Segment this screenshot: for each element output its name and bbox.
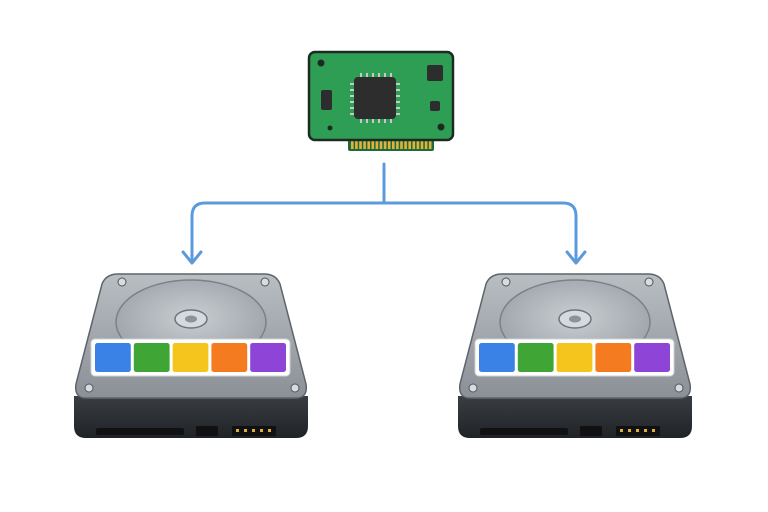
hard-disk-drive-left (74, 273, 308, 438)
chip-pin (350, 83, 354, 85)
connector-lines (181, 162, 587, 265)
arrow-down-icon (565, 250, 587, 265)
chip-pin (384, 119, 386, 123)
card-contact (383, 140, 387, 149)
chip-pin (360, 73, 362, 77)
drive-spindle-cap (185, 315, 197, 323)
card-contact (355, 140, 358, 149)
card-contact (351, 140, 354, 149)
card-contact (359, 140, 362, 149)
chip-pin (378, 119, 380, 123)
card-small-chip (427, 65, 443, 81)
card-mount-hole (317, 59, 325, 67)
chip-pin (390, 73, 392, 77)
card-chip (354, 77, 396, 119)
drive-screw (117, 277, 127, 287)
chip-pin (372, 119, 374, 123)
power-pin (268, 429, 271, 432)
data-block (250, 343, 286, 372)
power-pin (644, 429, 647, 432)
power-pin (620, 429, 623, 432)
power-pin (636, 429, 639, 432)
drive-screw (84, 383, 94, 393)
chip-pin (378, 73, 380, 77)
card-mount-hole (327, 125, 333, 131)
drive-screw (290, 383, 300, 393)
chip-pin (396, 95, 400, 97)
data-block (172, 343, 209, 372)
drive-screw (644, 277, 654, 287)
card-contact (408, 140, 411, 149)
card-small-chip (430, 101, 440, 111)
card-contact (412, 140, 416, 149)
chip-pin (350, 101, 354, 103)
chip-pin (360, 119, 362, 123)
power-pin (252, 429, 255, 432)
data-block (133, 343, 170, 372)
card-small-chip (321, 90, 332, 110)
chip-pin (396, 113, 400, 115)
card-contact (424, 140, 428, 149)
card-contact (375, 140, 379, 149)
chip-pin (384, 73, 386, 77)
data-block (211, 343, 248, 372)
chip-pin (350, 107, 354, 109)
card-contact (363, 140, 366, 149)
chip-pin (366, 119, 368, 123)
power-pin (628, 429, 631, 432)
chip-pin (350, 89, 354, 91)
card-contact (392, 140, 395, 149)
drive-connector-sata (96, 428, 184, 435)
chip-pin (372, 73, 374, 77)
power-pin (652, 429, 655, 432)
data-block (95, 343, 131, 372)
card-contact (416, 140, 420, 149)
drive-screw (674, 383, 684, 393)
chip-pin (350, 95, 354, 97)
data-block (634, 343, 670, 372)
card-contact (428, 140, 432, 149)
power-pin (244, 429, 247, 432)
card-contact (404, 140, 407, 149)
connector-right-branch (382, 201, 578, 264)
data-block (595, 343, 632, 372)
connector-left-branch (190, 201, 386, 264)
card-contact (371, 140, 375, 149)
drive-screw (260, 277, 270, 287)
chip-pin (390, 119, 392, 123)
hard-disk-drive-right (458, 273, 692, 438)
drive-spindle-cap (569, 315, 581, 323)
raid-controller-card-icon (307, 50, 455, 151)
drive-connector-jumper (196, 426, 218, 436)
card-contact (379, 140, 383, 149)
drive-screw (468, 383, 478, 393)
chip-pin (350, 113, 354, 115)
power-pin (260, 429, 263, 432)
drive-screw (501, 277, 511, 287)
data-block (479, 343, 515, 372)
card-contact (420, 140, 424, 149)
arrow-down-icon (181, 250, 203, 265)
chip-pin (396, 101, 400, 103)
card-contact (396, 140, 399, 149)
drive-connector-sata (480, 428, 568, 435)
card-contact (400, 140, 403, 149)
chip-pin (396, 83, 400, 85)
chip-pin (396, 107, 400, 109)
drive-connector-jumper (580, 426, 602, 436)
chip-pin (366, 73, 368, 77)
card-contact (387, 140, 391, 149)
data-block (556, 343, 593, 372)
data-block (517, 343, 554, 372)
card-mount-hole (437, 123, 445, 131)
card-contact (367, 140, 370, 149)
chip-pin (396, 89, 400, 91)
power-pin (236, 429, 239, 432)
